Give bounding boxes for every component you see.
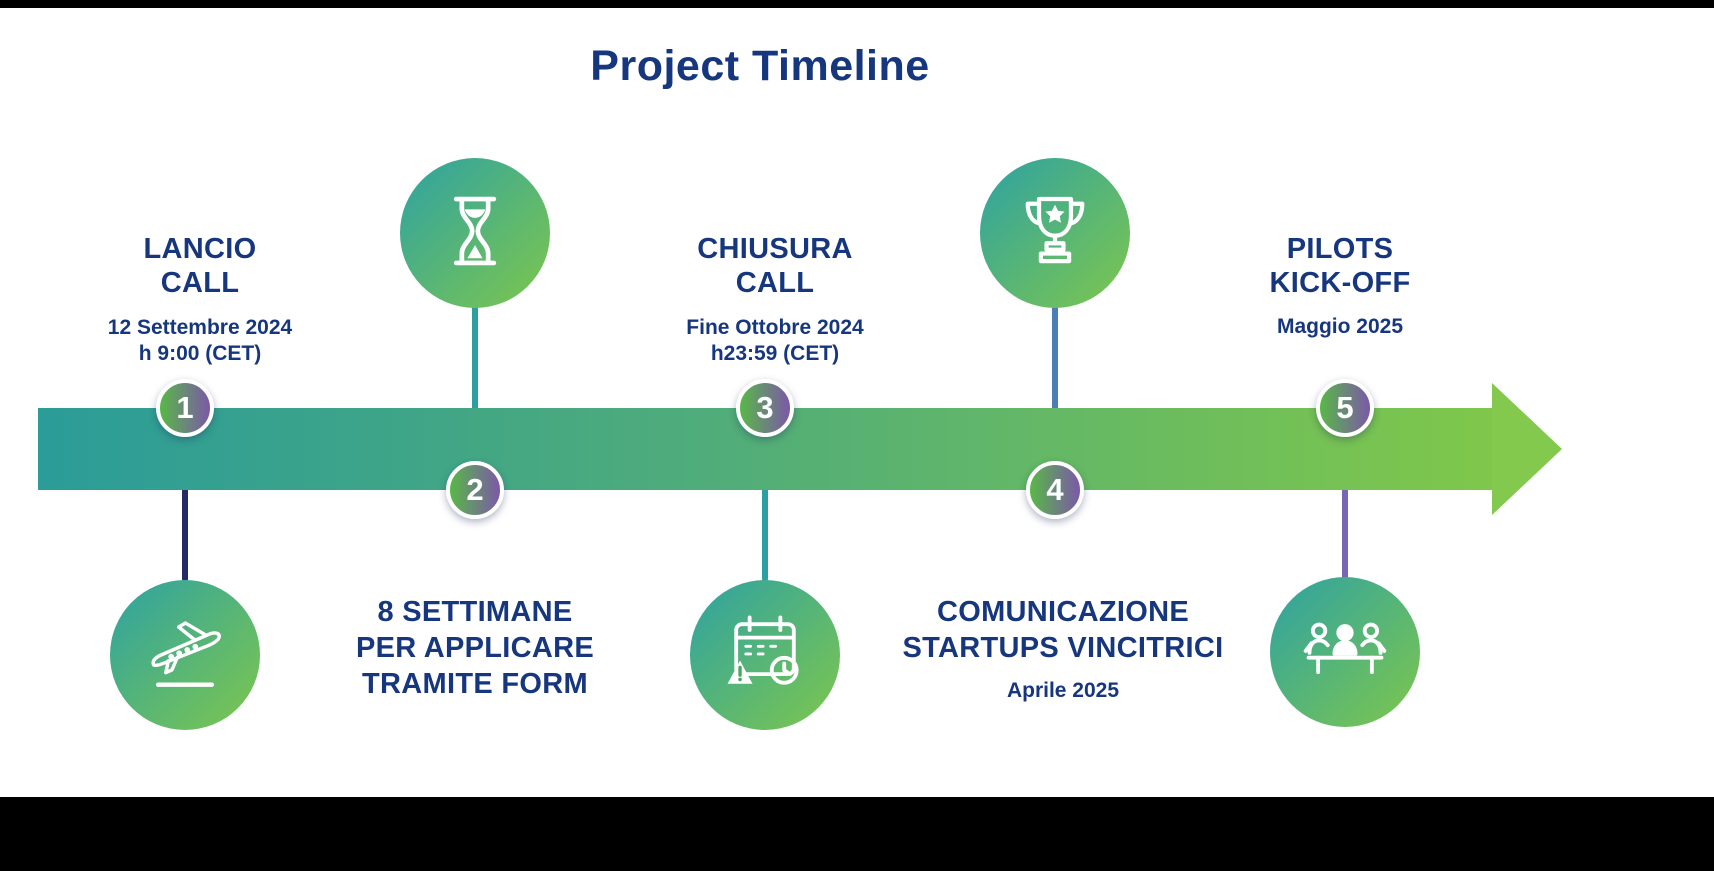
calendar-deadline-icon (717, 605, 813, 706)
connector-line-1 (182, 430, 188, 582)
team-meeting-icon (1297, 602, 1393, 703)
milestone-2-number-badge: 2 (446, 461, 504, 519)
milestone-1-date: 12 Settembre 2024 h 9:00 (CET) (107, 316, 293, 365)
bottom-letterbox-bar (0, 797, 1714, 871)
connector-line-4 (1052, 300, 1058, 466)
milestone-4-date: Aprile 2025 (1006, 679, 1120, 702)
connector-line-3 (762, 430, 768, 582)
connector-line-2 (472, 300, 478, 466)
airplane-takeoff-icon (137, 605, 233, 706)
top-letterbox-bar (0, 0, 1714, 8)
milestone-3-date: Fine Ottobre 2024 h23:59 (CET) (686, 316, 864, 365)
milestone-1-number-badge: 1 (156, 379, 214, 437)
hourglass-icon (428, 184, 522, 283)
connector-line-5 (1342, 430, 1348, 580)
milestone-3-icon-circle (690, 580, 840, 730)
milestone-5-icon-circle (1270, 577, 1420, 727)
milestone-5-number-badge: 5 (1316, 379, 1374, 437)
timeline-arrow-head (1492, 383, 1562, 515)
milestone-4-icon-circle (980, 158, 1130, 308)
milestone-4-number-badge: 4 (1026, 461, 1084, 519)
milestone-1-icon-circle (110, 580, 260, 730)
milestone-2-title: 8 SETTIMANE PER APPLICARE TRAMITE FORM (355, 596, 595, 700)
milestone-1-title: LANCIO CALL (143, 233, 257, 299)
page-title: Project Timeline (590, 42, 930, 90)
milestone-3-number-badge: 3 (736, 379, 794, 437)
milestone-3-title: CHIUSURA CALL (697, 233, 853, 299)
milestone-4-title: COMUNICAZIONE STARTUPS VINCITRICI (902, 596, 1224, 664)
milestone-2-icon-circle (400, 158, 550, 308)
milestone-5-date: Maggio 2025 (1276, 315, 1404, 338)
milestone-5-title: PILOTS KICK-OFF (1269, 233, 1411, 299)
trophy-icon (1008, 184, 1102, 283)
